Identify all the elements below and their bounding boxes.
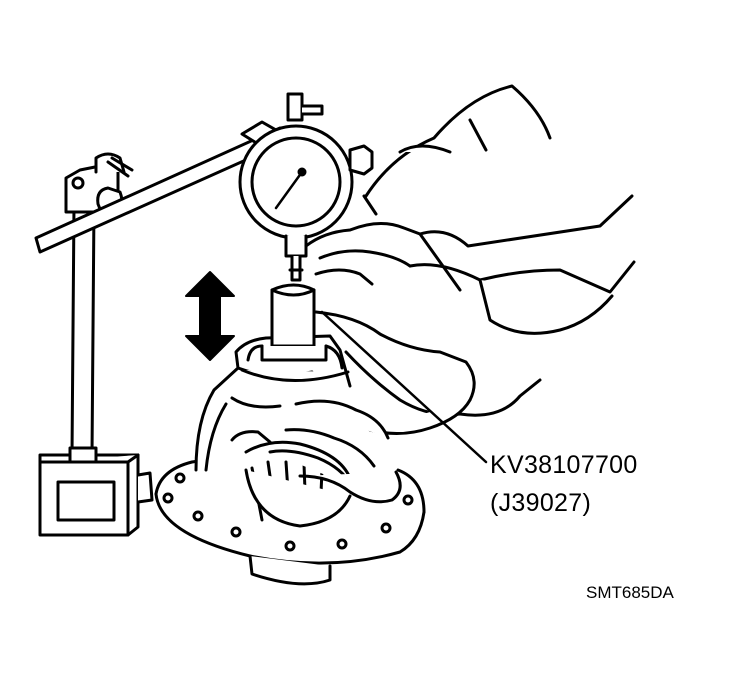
part-number-label: KV38107700 — [490, 451, 638, 479]
callout-leader-line — [320, 310, 488, 464]
dial-indicator — [238, 92, 374, 282]
up-down-arrow-icon — [185, 271, 235, 361]
figure-reference-code: SMT685DA — [586, 583, 674, 602]
magnetic-base-stand — [34, 126, 288, 537]
hands — [268, 84, 636, 504]
alt-part-number-label: (J39027) — [490, 489, 592, 517]
